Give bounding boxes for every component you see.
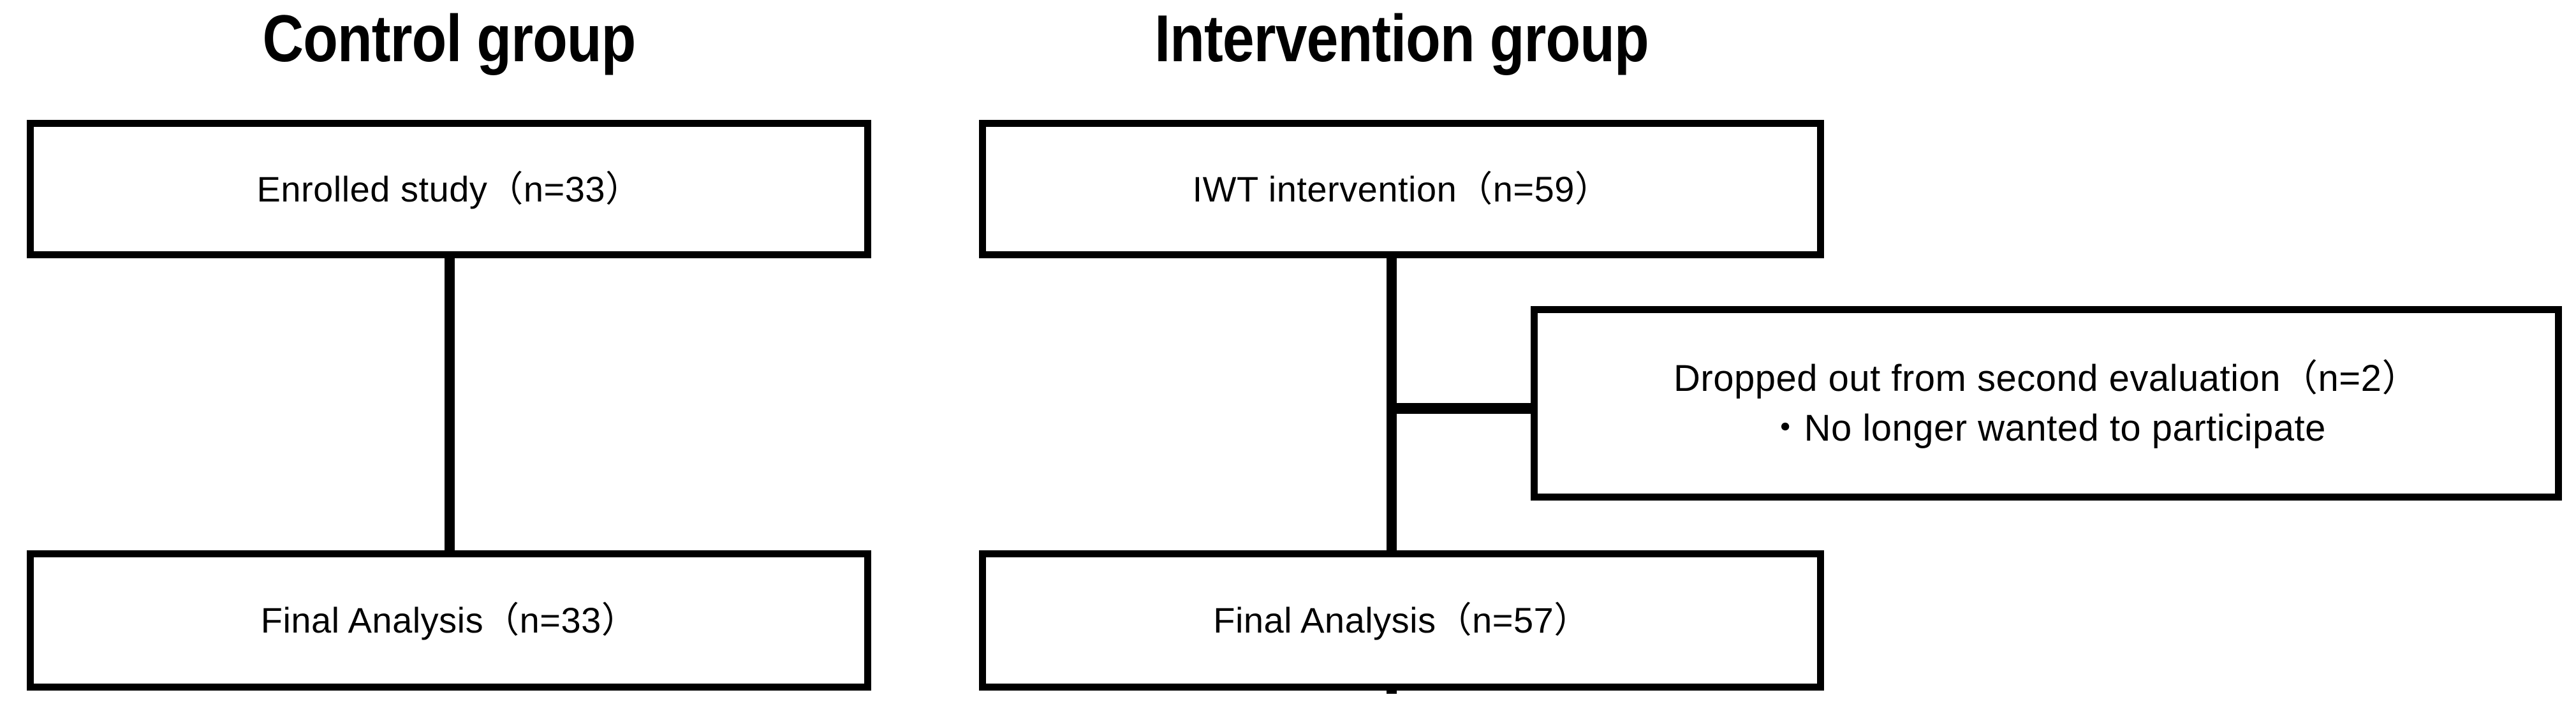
connector-dropout-horizontal xyxy=(1392,403,1536,414)
flow-box-enrolled-study-label: Enrolled study（n=33） xyxy=(256,168,642,209)
flow-box-final-analysis-intervention: Final Analysis（n=57） xyxy=(979,550,1824,691)
flow-box-final-analysis-control: Final Analysis（n=33） xyxy=(27,550,871,691)
flow-box-enrolled-study: Enrolled study（n=33） xyxy=(27,120,871,258)
connector-control-vertical xyxy=(445,255,455,553)
flow-box-dropped-out-line2: ・No longer wanted to participate xyxy=(1767,407,2326,449)
flow-box-iwt-intervention: IWT intervention（n=59） xyxy=(979,120,1824,258)
column-title-intervention: Intervention group xyxy=(1154,2,1649,76)
flow-box-final-analysis-control-label: Final Analysis（n=33） xyxy=(260,600,638,640)
flow-box-iwt-intervention-label: IWT intervention（n=59） xyxy=(1192,168,1611,209)
flow-box-dropped-out-line1: Dropped out from second evaluation（n=2） xyxy=(1674,357,2419,399)
flow-box-final-analysis-intervention-label: Final Analysis（n=57） xyxy=(1213,600,1590,640)
column-title-control: Control group xyxy=(262,2,637,76)
flow-box-dropped-out: Dropped out from second evaluation（n=2） … xyxy=(1531,306,2562,501)
